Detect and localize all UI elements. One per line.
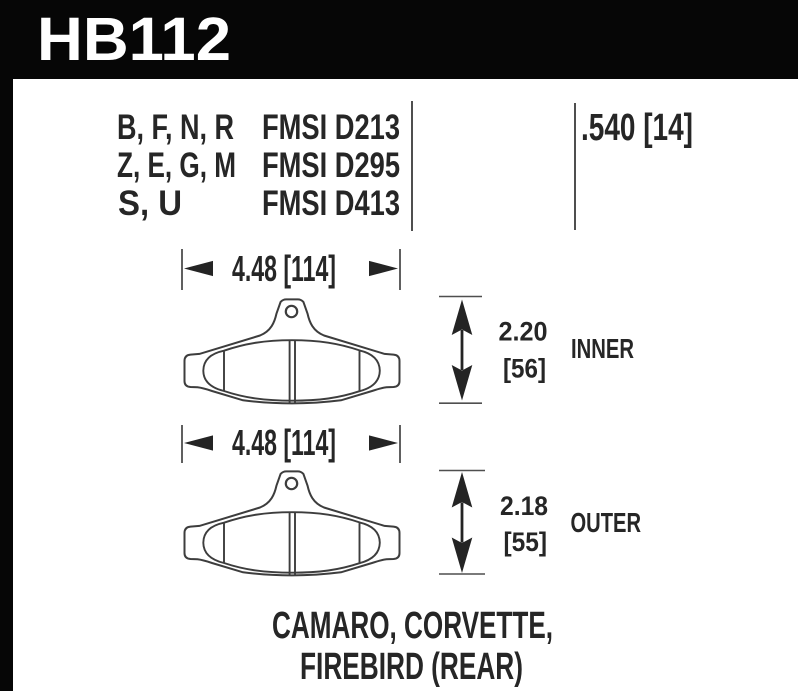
svg-text:.540 [14]: .540 [14] — [581, 107, 693, 149]
svg-text:4.48 [114]: 4.48 [114] — [232, 248, 336, 289]
svg-text:FIREBIRD (REAR): FIREBIRD (REAR) — [300, 646, 523, 688]
svg-text:CAMARO, CORVETTE,: CAMARO, CORVETTE, — [272, 605, 553, 647]
svg-text:2.20: 2.20 — [499, 317, 548, 347]
svg-text:OUTER: OUTER — [571, 507, 642, 538]
svg-text:Z, E, G, M: Z, E, G, M — [117, 146, 236, 185]
svg-text:4.48 [114]: 4.48 [114] — [232, 422, 336, 463]
svg-text:FMSI D413: FMSI D413 — [262, 184, 400, 223]
svg-text:B, F, N, R: B, F, N, R — [117, 108, 234, 147]
svg-text:FMSI D213: FMSI D213 — [262, 108, 400, 147]
svg-text:HB112: HB112 — [37, 5, 231, 73]
svg-text:[55]: [55] — [504, 527, 548, 557]
svg-text:FMSI D295: FMSI D295 — [262, 146, 400, 185]
svg-text:INNER: INNER — [571, 333, 634, 364]
svg-text:2.18: 2.18 — [500, 491, 548, 521]
svg-text:S, U: S, U — [118, 184, 182, 223]
svg-text:[56]: [56] — [503, 354, 546, 384]
